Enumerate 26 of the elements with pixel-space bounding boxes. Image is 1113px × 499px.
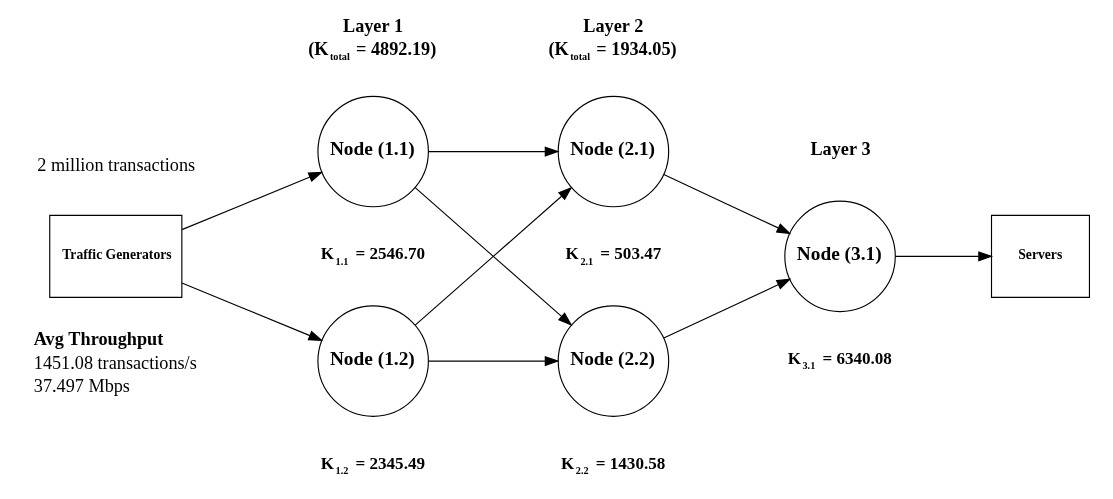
label: (K$_{total}$ = 4892.19) [308,38,437,63]
node-label: K$_{1.1}$ = 2546.70 [320,244,426,267]
arrow [181,282,324,342]
label: Avg Throughput [33,328,164,349]
node-label: K$_{2.2}$ = 1430.58 [561,453,666,477]
arrow [428,355,560,367]
arrow [663,278,792,339]
node-circle: Node (3.1) [784,200,896,313]
node-box: Servers [990,214,1090,298]
arrow [894,251,994,262]
label: 2 million transactions [37,154,196,175]
label: 1451.08 transactions/s [33,352,197,373]
node-box: Traffic Generators [49,214,183,298]
node-circle: Node (1.2) [317,305,429,417]
node-label: K$_{1.2}$ = 2345.49 [320,453,426,477]
label: (K$_{total}$ = 1934.05) [548,38,677,63]
arrow [663,174,792,235]
node-circle: Node (1.1) [317,95,429,208]
label: Layer 2 [583,15,644,36]
node-label: K$_{3.1}$ = 6340.08 [787,348,892,372]
label: 37.497 Mbps [33,375,130,396]
label: Layer 1 [342,15,404,36]
arrow [428,146,560,157]
arrow [181,171,324,231]
node-label: K$_{2.1}$ = 503.47 [565,244,662,267]
label: Layer 3 [810,138,871,159]
